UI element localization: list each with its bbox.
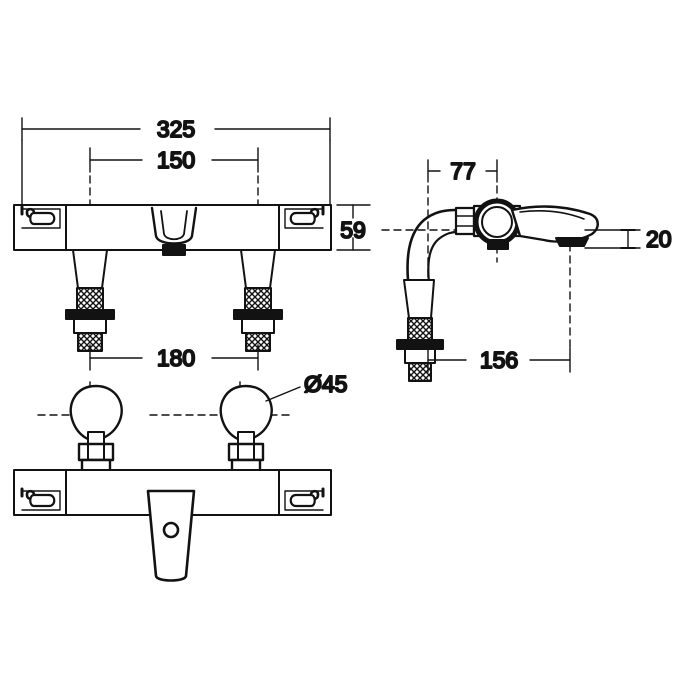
shank-side	[396, 279, 444, 382]
dimension-59	[336, 204, 371, 251]
centre-lines-front	[89, 175, 259, 353]
dimension-label-77: 77	[450, 158, 476, 184]
dimension-77	[427, 159, 498, 183]
dimension-diameter-45	[265, 386, 301, 402]
dimension-label-59: 59	[340, 217, 366, 243]
spout-aerator-plan	[162, 521, 180, 539]
connector-nut-side	[454, 206, 476, 236]
dimension-label-150: 150	[157, 147, 195, 173]
spout-outlet-side	[555, 237, 589, 247]
spout-plan	[146, 489, 196, 582]
plan-view: Ø45	[13, 370, 348, 582]
dimension-label-325: 325	[157, 116, 195, 142]
handle-nut-right-plan	[227, 442, 265, 462]
dimension-label-diameter-45: Ø45	[304, 371, 347, 397]
handle-cap-left-front	[20, 205, 61, 229]
handle-cap-right-front	[284, 205, 325, 229]
dimension-150	[89, 147, 259, 173]
dimension-label-180: 180	[157, 345, 195, 371]
shank-left-front	[65, 249, 115, 352]
dimension-325	[21, 117, 331, 141]
dimension-180	[89, 344, 259, 371]
mixer-body-side	[406, 198, 599, 285]
spout-front	[150, 206, 198, 256]
side-elevation-view: 77	[381, 157, 673, 382]
dimension-20	[584, 229, 641, 249]
handle-base-side	[487, 239, 509, 250]
shank-right-front	[233, 249, 283, 352]
handle-cap-left-plan	[20, 487, 61, 511]
dimension-label-20: 20	[646, 226, 672, 252]
handle-cap-right-plan	[284, 487, 325, 511]
extension-lines-front	[21, 139, 331, 206]
dimension-156	[427, 347, 571, 373]
dimension-label-156: 156	[480, 347, 518, 373]
handle-nut-left-plan	[77, 442, 115, 462]
spout-outlet-front	[162, 244, 186, 256]
front-elevation-view: 325 150	[13, 115, 371, 372]
